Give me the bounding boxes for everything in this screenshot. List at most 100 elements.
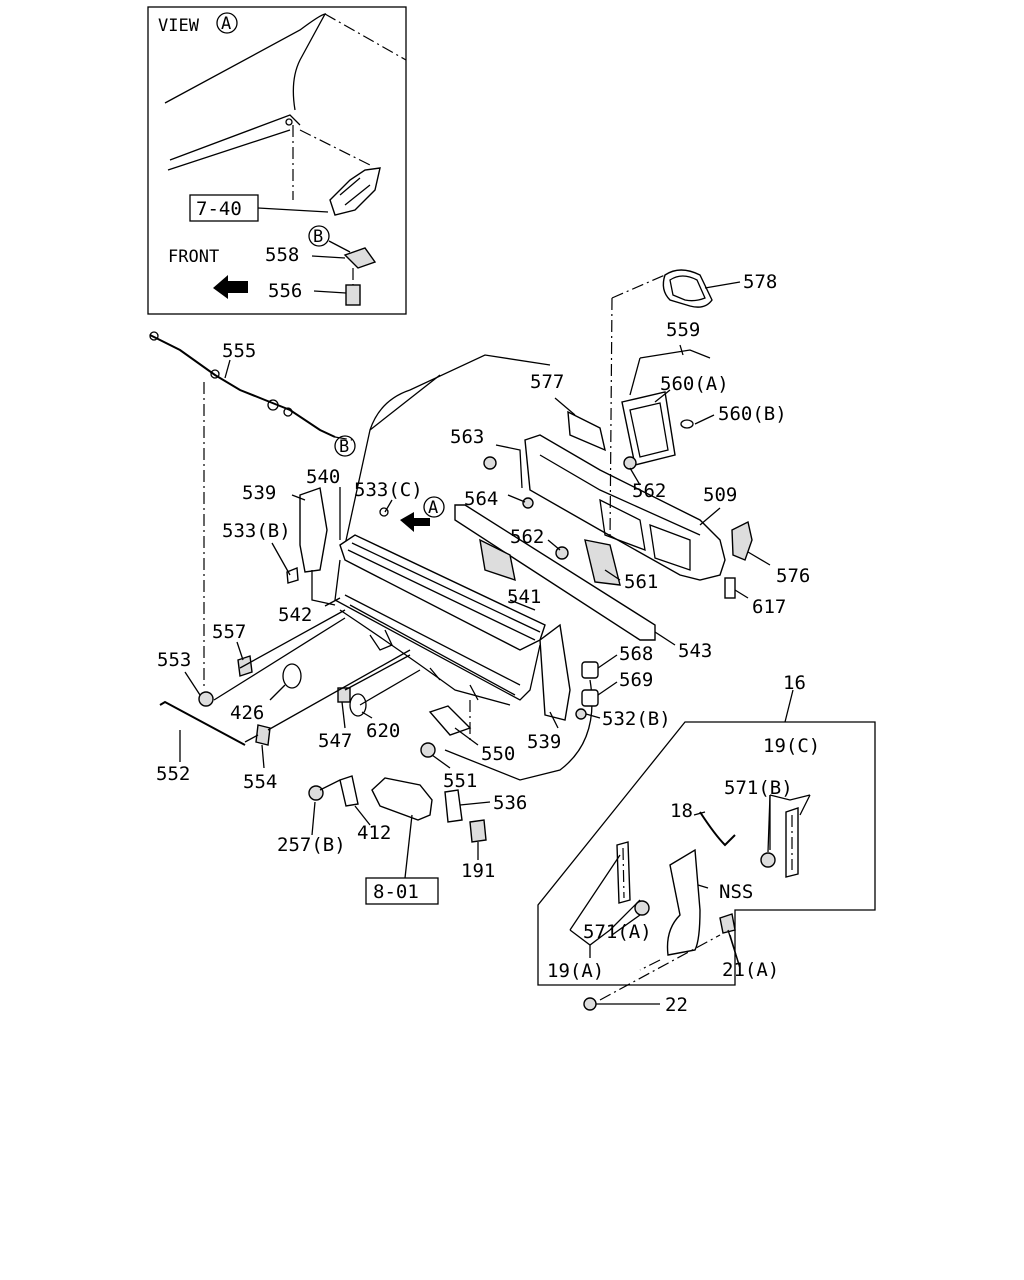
plug-426	[282, 663, 302, 689]
label-617: 617	[752, 596, 786, 618]
part-557	[237, 655, 253, 677]
clip-533c	[379, 507, 389, 517]
label-509: 509	[703, 484, 737, 506]
label-542: 542	[278, 604, 312, 626]
label-191: 191	[461, 860, 495, 882]
clip-533b	[286, 566, 299, 584]
label-536: 536	[493, 792, 527, 814]
label-558: 558	[265, 244, 299, 266]
circle-b-main-text: B	[339, 437, 349, 457]
bracket-536	[444, 789, 463, 823]
label-550: 550	[481, 743, 515, 765]
label-543: 543	[678, 640, 712, 662]
label-533b: 533(B)	[222, 520, 291, 542]
label-426: 426	[230, 702, 264, 724]
support-panel-543	[454, 504, 656, 641]
front-label: FRONT	[168, 247, 219, 267]
screw-532b	[575, 708, 587, 720]
label-577: 577	[530, 371, 564, 393]
nut-564	[522, 497, 534, 509]
lamp-8-01	[371, 777, 433, 821]
ref-box-8-01	[365, 877, 439, 905]
ref-box-7-40-text: 7-40	[196, 198, 242, 220]
cab-body-outline	[169, 114, 301, 161]
bracket-561	[584, 539, 621, 586]
label-561: 561	[624, 571, 658, 593]
bracket-412	[339, 775, 359, 807]
label-571a: 571(A)	[583, 921, 652, 943]
bracket-550	[428, 705, 472, 736]
label-539-right: 539	[527, 731, 561, 753]
view-label: VIEW	[158, 16, 200, 36]
view-letter-circle	[216, 12, 238, 34]
label-257b: 257(B)	[277, 834, 346, 856]
part-553	[198, 691, 214, 707]
label-19a: 19(A)	[547, 960, 604, 982]
clip-571a	[634, 900, 650, 916]
front-arrow-icon	[213, 275, 248, 299]
hood-outline	[344, 354, 551, 546]
clip-21a	[719, 913, 736, 934]
leader-lines	[179, 281, 771, 969]
label-562-lower: 562	[510, 526, 544, 548]
label-555: 555	[222, 340, 256, 362]
clip-568	[581, 661, 599, 679]
cover-560a	[621, 391, 676, 466]
label-563: 563	[450, 426, 484, 448]
circle-a-main	[423, 496, 445, 518]
inset-frame	[147, 6, 407, 315]
screw-22	[583, 997, 597, 1011]
label-532b: 532(B)	[602, 708, 671, 730]
label-568: 568	[619, 643, 653, 665]
nut-556	[345, 284, 361, 306]
bracket-539-right	[539, 623, 571, 721]
latch-part-558	[343, 247, 377, 269]
bolt-257b	[308, 785, 324, 801]
circle-b-main	[334, 435, 356, 457]
label-559: 559	[666, 319, 700, 341]
label-576: 576	[776, 565, 810, 587]
label-560a: 560(A)	[660, 373, 729, 395]
release-cable-555	[149, 334, 336, 438]
label-547: 547	[318, 730, 352, 752]
view-letter: A	[221, 14, 231, 34]
label-556: 556	[268, 280, 302, 302]
ring-578	[662, 269, 713, 308]
bolt-563	[483, 456, 497, 470]
bolt-191	[469, 819, 487, 843]
bracket-540	[299, 487, 328, 573]
panel-nss	[666, 848, 701, 956]
label-nss: NSS	[719, 881, 753, 903]
grille-frame-542	[334, 559, 541, 701]
ref-box-8-01-text: 8-01	[373, 881, 419, 903]
label-560b: 560(B)	[718, 403, 787, 425]
label-569: 569	[619, 669, 653, 691]
label-19c: 19(C)	[763, 735, 820, 757]
inset-view-a: VIEW A 7-40 B 558 556 FRONT	[147, 6, 407, 315]
label-21a: 21(A)	[722, 959, 779, 981]
label-557: 557	[212, 621, 246, 643]
circle-a-main-text: A	[428, 498, 438, 518]
clip-569	[581, 689, 599, 707]
hinge-bracket	[329, 167, 381, 216]
part-labels: 555 578 559 560(A) 560(B) 577 563 562 56…	[156, 271, 820, 1016]
label-620: 620	[366, 720, 400, 742]
bracket-577	[567, 410, 606, 452]
view-arrow-icon	[400, 512, 430, 532]
label-22: 22	[665, 994, 688, 1016]
bolt-562-upper	[623, 456, 637, 470]
circle-b-inset-text: B	[313, 227, 323, 247]
part-554	[255, 724, 271, 746]
gasket-560b	[680, 419, 694, 429]
label-539-left: 539	[242, 482, 276, 504]
label-540: 540	[306, 466, 340, 488]
label-554: 554	[243, 771, 277, 793]
clip-571b	[760, 852, 776, 868]
label-412: 412	[357, 822, 391, 844]
label-541: 541	[507, 586, 541, 608]
label-562-upper: 562	[632, 480, 666, 502]
plug-620	[349, 693, 367, 717]
sub-assembly-16	[537, 689, 876, 1011]
label-578: 578	[743, 271, 777, 293]
